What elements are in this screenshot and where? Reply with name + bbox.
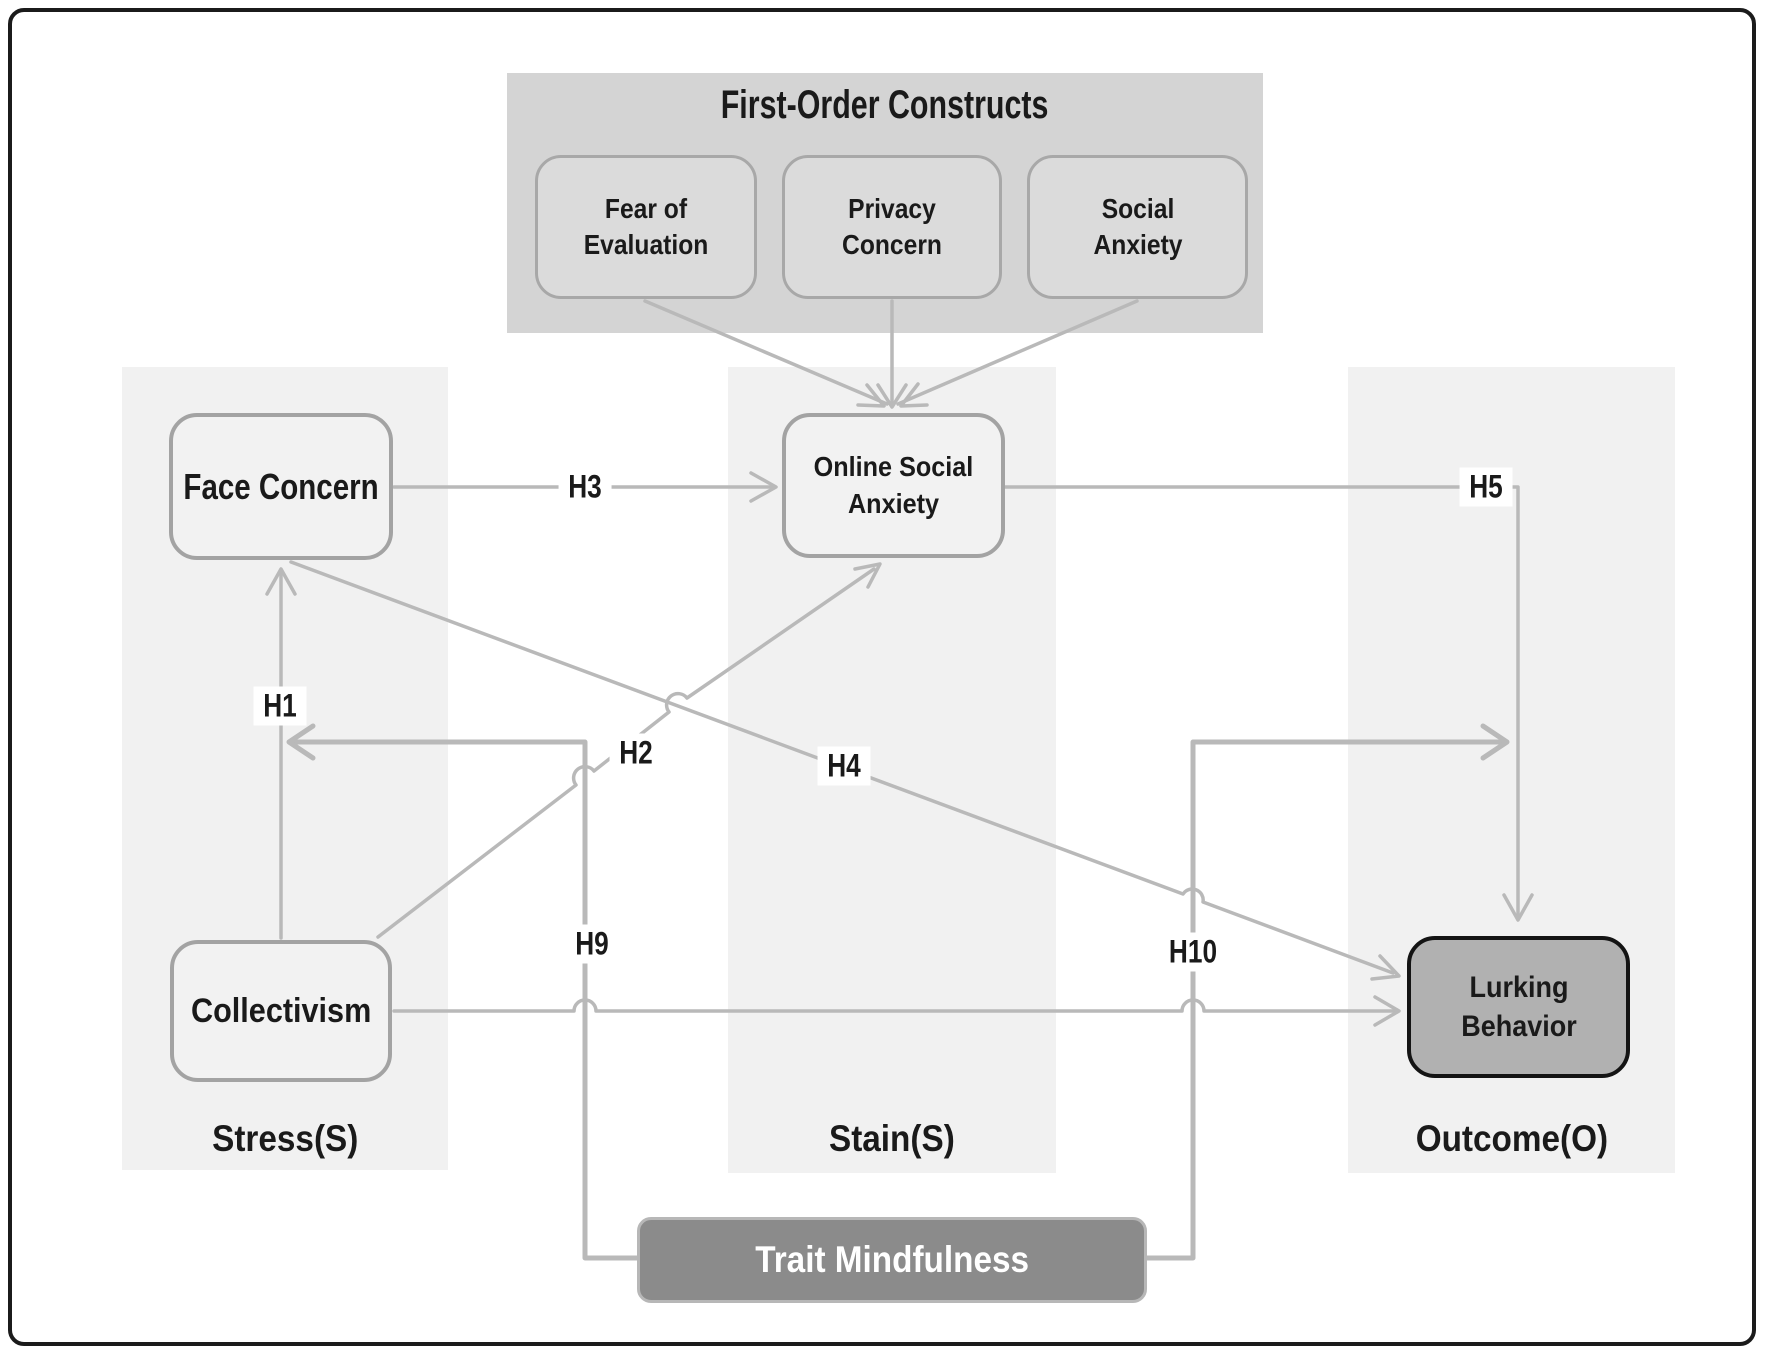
privacy-concern-label: Privacy Concern: [842, 192, 942, 260]
collectivism-to-lurking-arrow: [392, 995, 1401, 1027]
social-anxiety-box: Social Anxiety: [1027, 155, 1248, 299]
h4-arrow-face-to-lurking: [289, 560, 1401, 981]
collectivism-label: Collectivism: [190, 991, 372, 1030]
h1-arrow-collectivism-to-face: [265, 567, 297, 940]
h1-label-text: H1: [263, 687, 297, 724]
h10-moderation-arrow-trait-to-h5-path: [1144, 723, 1510, 1261]
stress-label-text: Stress(S): [211, 1118, 359, 1159]
h9-moderation-arrow-trait-to-h1-path: [286, 723, 640, 1261]
h1-label: H1: [253, 686, 307, 726]
h3-label: H3: [558, 467, 612, 507]
h10-label-text: H10: [1168, 933, 1218, 970]
h2-label: H2: [609, 733, 663, 773]
h9-label-text: H9: [575, 925, 609, 962]
social-anxiety-label: Social Anxiety: [1092, 192, 1183, 260]
section-label-stress: Stress(S): [122, 1118, 448, 1160]
h4-label: H4: [817, 746, 871, 786]
h5-label-text: H5: [1469, 468, 1503, 505]
h5-arrow-osa-to-lurking: [1002, 485, 1534, 922]
privacy-concern-to-osa-arrow: [876, 299, 908, 409]
first-order-panel-title-text: First-Order Constructs: [721, 82, 1049, 127]
h10-label: H10: [1157, 932, 1229, 972]
online-social-anxiety-label: Online Social Anxiety: [813, 451, 974, 519]
fear-of-evaluation-box: Fear of Evaluation: [535, 155, 757, 299]
collectivism-box: Collectivism: [170, 940, 392, 1082]
h3-label-text: H3: [568, 468, 602, 505]
stain-label-text: Stain(S): [829, 1118, 955, 1159]
lurking-behavior-box: Lurking Behavior: [1407, 936, 1630, 1078]
fear-of-evaluation-label: Fear of Evaluation: [583, 192, 709, 260]
face-concern-label: Face Concern: [183, 465, 379, 507]
privacy-concern-box: Privacy Concern: [782, 155, 1002, 299]
trait-mindfulness-box: Trait Mindfulness: [637, 1217, 1147, 1303]
face-concern-box: Face Concern: [169, 413, 393, 560]
h4-label-text: H4: [827, 747, 861, 784]
first-order-panel-title: First-Order Constructs: [507, 82, 1263, 128]
outer-frame: [8, 8, 1756, 1346]
fear-of-evaluation-to-osa-arrow: [643, 299, 889, 408]
h5-label: H5: [1459, 467, 1513, 507]
social-anxiety-to-osa-arrow: [896, 299, 1139, 408]
online-social-anxiety-box: Online Social Anxiety: [782, 413, 1005, 558]
outcome-label-text: Outcome(O): [1415, 1118, 1608, 1159]
h2-label-text: H2: [619, 734, 653, 771]
lurking-behavior-label: Lurking Behavior: [1460, 971, 1577, 1043]
section-label-stain: Stain(S): [728, 1118, 1056, 1160]
trait-mindfulness-label: Trait Mindfulness: [755, 1239, 1029, 1280]
section-label-outcome: Outcome(O): [1348, 1118, 1675, 1160]
h9-label: H9: [565, 924, 619, 964]
